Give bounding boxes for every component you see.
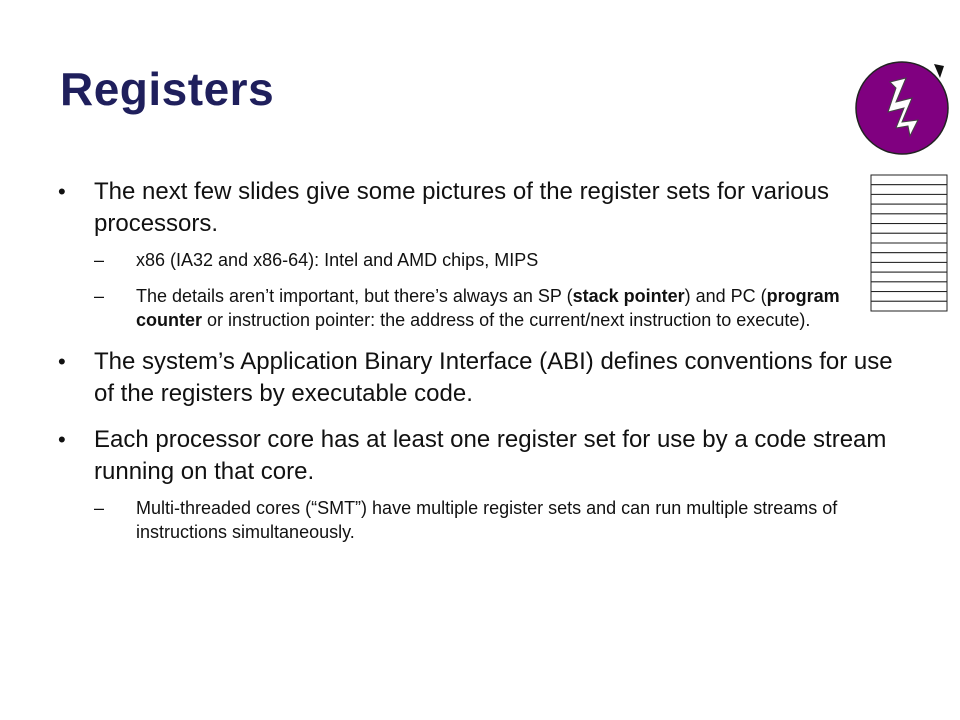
register-stack-svg	[870, 174, 948, 312]
sub-bullet-text: or instruction pointer: the address of t…	[202, 310, 811, 330]
sub-bullet-list: – Multi-threaded cores (“SMT”) have mult…	[94, 496, 916, 544]
sub-bullet-text: Multi-threaded cores (“SMT”) have multip…	[136, 498, 838, 542]
sub-bullet-text: ) and PC (	[684, 286, 767, 306]
bullet-marker: •	[58, 349, 66, 374]
bullet-text: The system’s Application Binary Interfac…	[94, 348, 893, 407]
sub-bullet-marker: –	[94, 498, 105, 518]
register-row	[870, 300, 948, 312]
sub-bullet-item: – The details aren’t important, but ther…	[94, 284, 844, 332]
sub-bullet-marker: –	[94, 286, 105, 306]
bullet-item: • Each processor core has at least one r…	[56, 424, 916, 544]
sub-bullet-item: – Multi-threaded cores (“SMT”) have mult…	[94, 496, 916, 544]
sub-bullet-text: The details aren’t important, but there’…	[136, 286, 573, 306]
sub-bullet-text: x86 (IA32 and x86-64): Intel and AMD chi…	[136, 250, 539, 270]
lightning-bolt-icon-svg	[855, 61, 949, 155]
bullet-item: • The next few slides give some pictures…	[56, 176, 844, 332]
sub-bullet-list: – x86 (IA32 and x86-64): Intel and AMD c…	[94, 248, 844, 332]
slide-title: Registers	[60, 63, 275, 115]
sub-bullet-item: – x86 (IA32 and x86-64): Intel and AMD c…	[94, 248, 844, 272]
register-stack-icon	[870, 174, 948, 314]
bullet-list: • The next few slides give some pictures…	[56, 176, 916, 544]
bullet-marker: •	[58, 179, 66, 204]
term-program-counter: program counter	[136, 286, 840, 330]
bullet-item: • The system’s Application Binary Interf…	[56, 346, 916, 410]
term-stack-pointer: stack pointer	[572, 286, 685, 306]
bullet-text: The next few slides give some pictures o…	[94, 178, 829, 237]
sub-bullet-marker: –	[94, 250, 105, 270]
lightning-bolt-icon	[852, 56, 956, 158]
bullet-marker: •	[58, 427, 66, 452]
slide-body: • The next few slides give some pictures…	[56, 176, 916, 558]
bullet-text: Each processor core has at least one reg…	[94, 426, 887, 485]
